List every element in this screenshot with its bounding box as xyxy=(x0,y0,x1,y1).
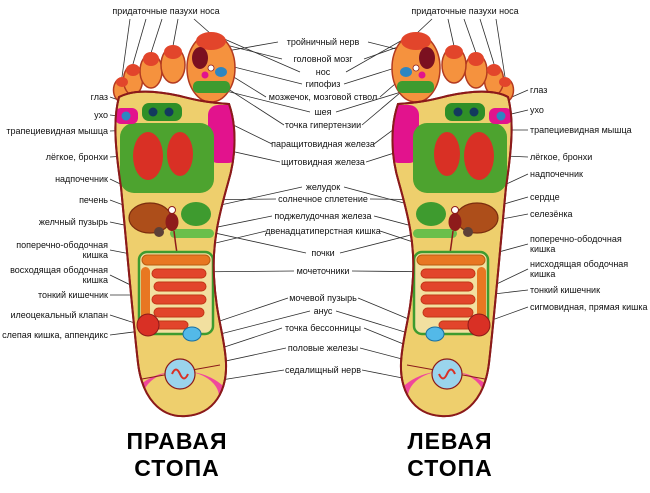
title-right-foot: ПРАВАЯ СТОПА xyxy=(126,428,228,482)
label-hypertension-point: точка гипертензии xyxy=(284,120,362,130)
label-transverse-colon-2: поперечно-ободочная кишка xyxy=(530,234,622,255)
label-cerebellum-brainstem: мозжечок, мозговой ствол xyxy=(268,92,378,102)
label-lung-bronchi: лёгкое, бронхи xyxy=(45,152,108,162)
label-eye: глаз xyxy=(90,92,108,102)
label-pituitary: гипофиз xyxy=(305,79,341,89)
label-liver: печень xyxy=(79,195,108,205)
label-gallbladder: желчный пузырь xyxy=(38,217,108,227)
label-trapezius-2: трапециевидная мышца xyxy=(530,125,632,135)
label-bladder: мочевой пузырь xyxy=(289,293,357,303)
label-ear: ухо xyxy=(94,110,108,120)
label-pancreas: поджелудочная железа xyxy=(274,211,372,221)
label-spleen: селезёнка xyxy=(530,209,573,219)
label-parathyroid: паращитовидная железа xyxy=(271,139,375,149)
label-stomach: желудок xyxy=(305,182,341,192)
left-foot-figure xyxy=(389,32,514,451)
label-sinuses-left: придаточные пазухи носа xyxy=(112,6,220,16)
label-descending-colon: нисходящая ободочная кишка xyxy=(530,259,629,280)
label-lung-bronchi-2: лёгкое, бронхи xyxy=(530,152,593,162)
label-ascending-colon: восходящая ободочная кишка xyxy=(10,265,108,286)
label-cecum-appendix: слепая кишка, аппендикс xyxy=(2,330,108,340)
label-neck: шея xyxy=(314,107,332,117)
label-ureters: мочеточники xyxy=(296,266,350,276)
label-sciatic-nerve: седалищный нерв xyxy=(285,365,361,375)
label-thyroid: щитовидная железа xyxy=(281,157,365,167)
label-small-intestine: тонкий кишечник xyxy=(37,290,108,300)
label-eye-2: глаз xyxy=(530,85,548,95)
label-gonads: половые железы xyxy=(287,343,359,353)
label-trigeminal-nerve: тройничный нерв xyxy=(286,37,360,47)
label-duodenum: двенадцатиперстная кишка xyxy=(265,226,381,236)
label-sinuses-right: придаточные пазухи носа xyxy=(411,6,519,16)
title-left-foot: ЛЕВАЯ СТОПА xyxy=(407,428,493,482)
label-kidneys: почки xyxy=(311,248,335,258)
label-insomnia-point: точка бессонницы xyxy=(285,323,361,333)
label-trapezius: трапециевидная мышца xyxy=(6,126,108,136)
label-sigmoid-rectum: сигмовидная, прямая кишка xyxy=(530,302,648,312)
label-heart: сердце xyxy=(530,192,560,202)
right-foot-figure xyxy=(114,32,239,451)
label-ear-2: ухо xyxy=(530,105,544,115)
label-transverse-colon: поперечно-ободочная кишка xyxy=(16,240,108,261)
label-brain: головной мозг xyxy=(293,54,353,64)
label-solar-plexus: солнечное сплетение xyxy=(278,194,368,204)
label-adrenal-2: надпочечник xyxy=(530,169,583,179)
label-anus: анус xyxy=(313,306,333,316)
label-nose: нос xyxy=(315,67,331,77)
label-adrenal: надпочечник xyxy=(55,174,108,184)
label-ileocecal-valve: илеоцекальный клапан xyxy=(10,310,108,320)
label-small-intestine-2: тонкий кишечник xyxy=(530,285,601,295)
